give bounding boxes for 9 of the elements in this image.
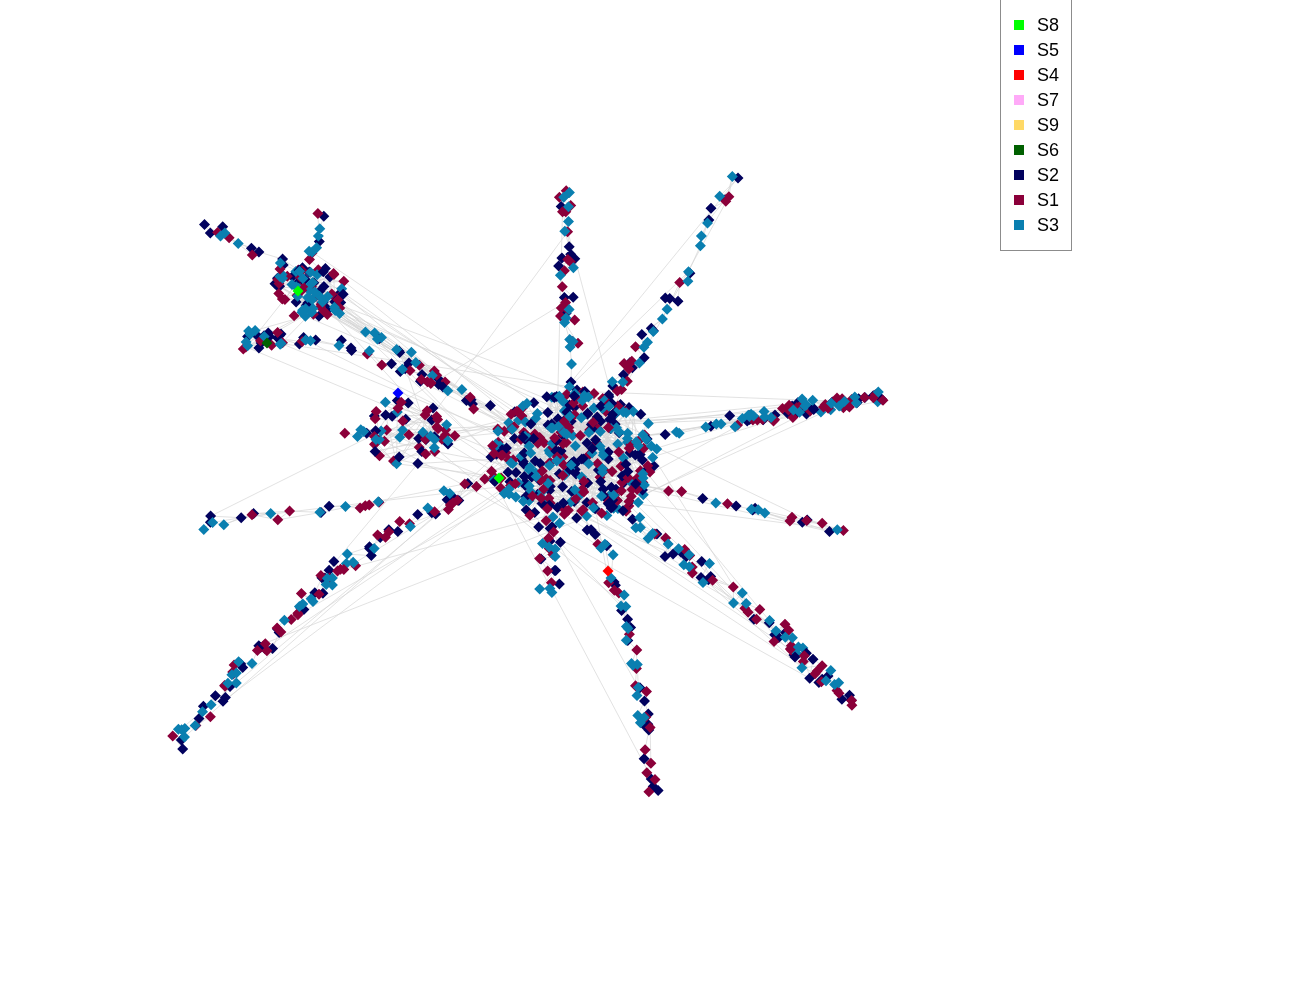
- legend-label: S9: [1037, 115, 1060, 135]
- legend-label: S7: [1037, 90, 1060, 110]
- legend-label: S1: [1037, 190, 1060, 210]
- legend-label: S3: [1037, 215, 1060, 235]
- legend-label: S8: [1037, 15, 1060, 35]
- legend-label: S4: [1037, 65, 1060, 85]
- legend-label: S2: [1037, 165, 1060, 185]
- legend-label: S5: [1037, 40, 1060, 60]
- legend-label: S6: [1037, 140, 1060, 160]
